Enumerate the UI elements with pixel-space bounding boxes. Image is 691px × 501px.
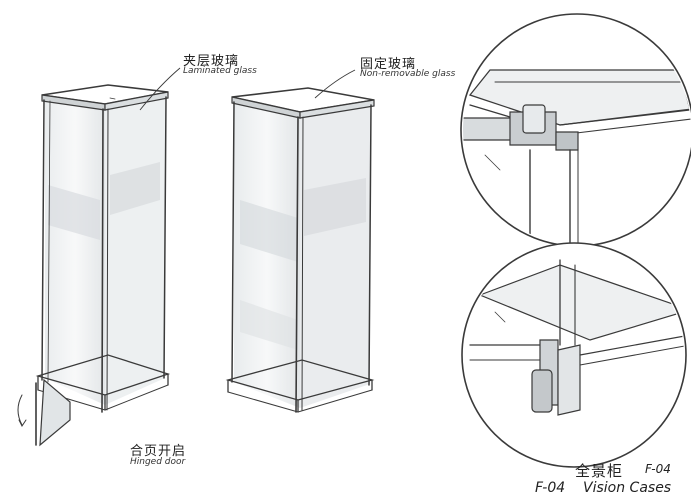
title-cn: 全景柜 bbox=[575, 462, 624, 480]
detail-top-circle bbox=[460, 13, 691, 247]
title-name: Vision Cases bbox=[583, 480, 672, 496]
fixed-cabinet bbox=[225, 87, 375, 413]
hinged-label-en: Hinged door bbox=[130, 457, 186, 467]
title-code: F-04 bbox=[535, 480, 566, 496]
hinged-cabinet bbox=[17, 84, 171, 447]
fixed-label-en: Non-removable glass bbox=[360, 69, 456, 79]
fixed-leader bbox=[314, 69, 356, 99]
hinged-label-cn: 合页开启 bbox=[130, 444, 187, 459]
laminated-label-cn: 夹层玻璃 bbox=[183, 54, 240, 69]
laminated-leader bbox=[139, 67, 181, 111]
detail-bottom-circle bbox=[461, 242, 687, 468]
laminated-label-en: Laminated glass bbox=[183, 66, 257, 76]
title-code-top: F-04 bbox=[645, 462, 671, 476]
fixed-label-cn: 固定玻璃 bbox=[360, 57, 417, 72]
